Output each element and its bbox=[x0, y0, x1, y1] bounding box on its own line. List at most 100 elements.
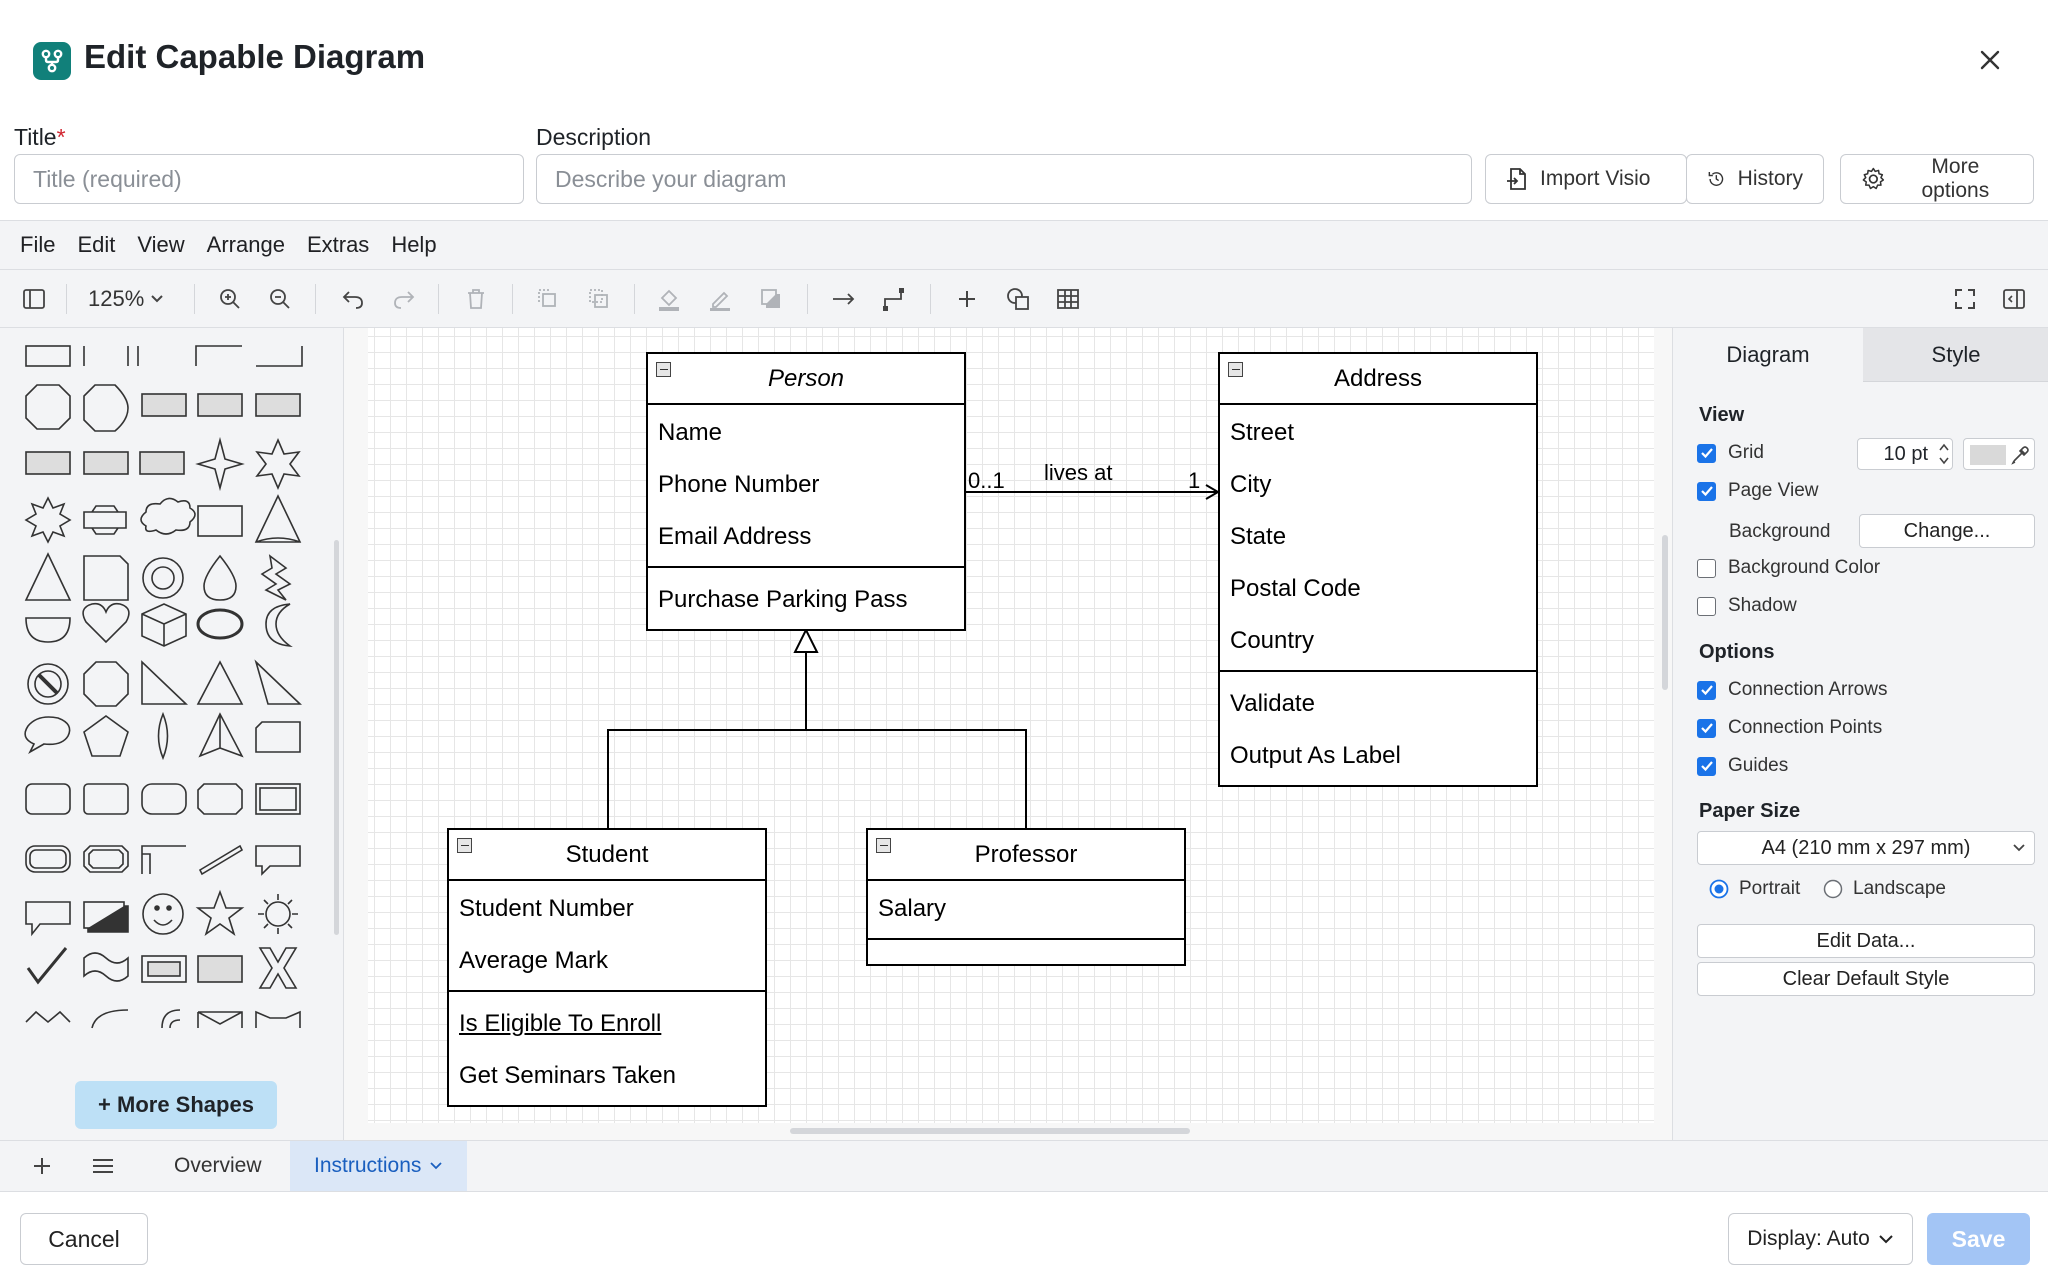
format-panel: Diagram Style View Grid 10 pt Page View … bbox=[1672, 328, 2048, 1140]
class-attribute[interactable]: Phone Number bbox=[658, 471, 820, 498]
tab-diagram[interactable]: Diagram bbox=[1673, 328, 1863, 382]
fill-color-icon[interactable] bbox=[654, 284, 684, 314]
display-mode-button[interactable]: Display: Auto bbox=[1728, 1213, 1913, 1265]
horizontal-scrollbar[interactable] bbox=[790, 1128, 1190, 1134]
background-label: Background bbox=[1729, 521, 1831, 542]
connection-arrow-icon[interactable] bbox=[829, 284, 859, 314]
paper-size-select[interactable]: A4 (210 mm x 297 mm) bbox=[1697, 831, 2035, 865]
clear-default-style-button[interactable]: Clear Default Style bbox=[1697, 962, 2035, 996]
class-operation[interactable]: Purchase Parking Pass bbox=[658, 586, 908, 613]
description-label: Description bbox=[536, 124, 652, 150]
line-color-icon[interactable] bbox=[705, 284, 735, 314]
insert-shapes-icon[interactable] bbox=[1003, 284, 1033, 314]
uml-class-professor[interactable]: Professor Salary bbox=[866, 828, 1186, 966]
inheritance-line-professor[interactable] bbox=[806, 729, 1027, 828]
portrait-radio[interactable]: Portrait bbox=[1709, 878, 1800, 900]
class-operation[interactable]: Validate bbox=[1230, 690, 1315, 717]
pages-menu-icon[interactable] bbox=[90, 1154, 116, 1183]
description-input[interactable] bbox=[536, 154, 1472, 204]
shapes-library[interactable] bbox=[0, 328, 334, 1068]
options-section-title: Options bbox=[1699, 641, 1775, 663]
menu-arrange[interactable]: Arrange bbox=[206, 232, 285, 257]
zoom-in-icon[interactable] bbox=[215, 284, 245, 314]
shadow-icon[interactable] bbox=[756, 284, 786, 314]
history-button[interactable]: History bbox=[1686, 154, 1824, 204]
class-operation[interactable]: Output As Label bbox=[1230, 742, 1401, 769]
class-attribute[interactable]: City bbox=[1230, 471, 1272, 498]
menu-file[interactable]: File bbox=[20, 232, 56, 257]
title-input[interactable] bbox=[14, 154, 524, 204]
class-attribute[interactable]: Postal Code bbox=[1230, 575, 1361, 602]
empty-operations bbox=[868, 938, 1184, 964]
tab-style[interactable]: Style bbox=[1863, 328, 2048, 382]
grid-size-stepper[interactable] bbox=[1938, 440, 1950, 468]
close-button[interactable] bbox=[1970, 40, 2010, 80]
class-attribute[interactable]: Country bbox=[1230, 627, 1315, 654]
background-color-checkbox[interactable]: Background Color bbox=[1697, 557, 1880, 579]
edit-data-button[interactable]: Edit Data... bbox=[1697, 924, 2035, 958]
grid-label: Grid bbox=[1728, 442, 1764, 463]
collapse-icon[interactable] bbox=[876, 838, 891, 853]
class-attribute[interactable]: Student Number bbox=[459, 895, 634, 922]
grid-color-button[interactable] bbox=[1963, 438, 2035, 470]
redo-icon[interactable] bbox=[389, 284, 419, 314]
to-front-icon[interactable] bbox=[533, 284, 563, 314]
insert-plus-icon[interactable] bbox=[952, 284, 982, 314]
table-icon[interactable] bbox=[1053, 284, 1083, 314]
fullscreen-icon[interactable] bbox=[1950, 284, 1980, 314]
guides-checkbox[interactable]: Guides bbox=[1697, 755, 1788, 777]
undo-icon[interactable] bbox=[338, 284, 368, 314]
landscape-radio[interactable]: Landscape bbox=[1823, 878, 1946, 900]
background-color-label: Background Color bbox=[1728, 557, 1881, 578]
class-static-operation[interactable]: Is Eligible To Enroll bbox=[459, 1010, 662, 1037]
class-attribute[interactable]: Average Mark bbox=[459, 947, 608, 974]
collapse-icon[interactable] bbox=[457, 838, 472, 853]
association-label[interactable]: lives at bbox=[1044, 460, 1113, 485]
waypoints-icon[interactable] bbox=[880, 284, 910, 314]
connection-arrows-checkbox[interactable]: Connection Arrows bbox=[1697, 679, 1887, 701]
class-attribute[interactable]: Salary bbox=[878, 895, 947, 922]
cancel-button[interactable]: Cancel bbox=[20, 1213, 148, 1265]
view-section-title: View bbox=[1699, 404, 1745, 426]
guides-label: Guides bbox=[1728, 755, 1789, 776]
change-background-button[interactable]: Change... bbox=[1859, 514, 2035, 548]
import-visio-button[interactable]: Import Visio bbox=[1485, 154, 1687, 204]
grid-checkbox[interactable]: Grid bbox=[1697, 442, 1764, 464]
menu-view[interactable]: View bbox=[137, 232, 185, 257]
checkbox-checked-icon bbox=[1697, 481, 1716, 501]
menu-help[interactable]: Help bbox=[391, 232, 437, 257]
uml-class-address[interactable]: Address Street City State Postal Code Co… bbox=[1218, 352, 1538, 787]
format-panel-icon[interactable] bbox=[1999, 284, 2029, 314]
more-options-button[interactable]: More options bbox=[1840, 154, 2034, 204]
class-attribute[interactable]: State bbox=[1230, 523, 1287, 550]
menu-extras[interactable]: Extras bbox=[306, 232, 370, 257]
shapes-scrollbar[interactable] bbox=[334, 540, 339, 935]
page-tab-overview[interactable]: Overview bbox=[174, 1154, 262, 1177]
zoom-out-icon[interactable] bbox=[265, 284, 295, 314]
inheritance-line-student[interactable] bbox=[607, 630, 807, 828]
diagram-canvas[interactable]: 0..1 lives at 1 Person Name Phone Number… bbox=[344, 328, 1672, 1140]
delete-icon[interactable] bbox=[461, 284, 491, 314]
toggle-sidebar-icon[interactable] bbox=[19, 284, 49, 314]
collapse-icon[interactable] bbox=[1228, 362, 1243, 377]
shadow-checkbox[interactable]: Shadow bbox=[1697, 595, 1797, 617]
page-view-checkbox[interactable]: Page View bbox=[1697, 480, 1819, 502]
zoom-value: 125% bbox=[88, 286, 145, 311]
collapse-icon[interactable] bbox=[656, 362, 671, 377]
class-attribute[interactable]: Email Address bbox=[658, 523, 812, 550]
to-back-icon[interactable] bbox=[584, 284, 614, 314]
page-tab-instructions[interactable]: Instructions bbox=[290, 1141, 468, 1191]
vertical-scrollbar[interactable] bbox=[1662, 535, 1668, 690]
save-button[interactable]: Save bbox=[1927, 1213, 2030, 1265]
uml-class-student[interactable]: Student Student Number Average Mark Is E… bbox=[447, 828, 767, 1107]
zoom-select[interactable]: 125% bbox=[88, 282, 164, 316]
grid-size-input[interactable]: 10 pt bbox=[1857, 438, 1953, 470]
connection-points-checkbox[interactable]: Connection Points bbox=[1697, 717, 1882, 739]
add-page-icon[interactable] bbox=[30, 1154, 54, 1183]
class-operation[interactable]: Get Seminars Taken bbox=[459, 1062, 676, 1089]
class-attribute[interactable]: Street bbox=[1230, 419, 1295, 446]
menu-edit[interactable]: Edit bbox=[77, 232, 116, 257]
uml-class-person[interactable]: Person Name Phone Number Email Address P… bbox=[646, 352, 966, 631]
class-attribute[interactable]: Name bbox=[658, 419, 723, 446]
more-shapes-button[interactable]: + More Shapes bbox=[75, 1081, 277, 1129]
